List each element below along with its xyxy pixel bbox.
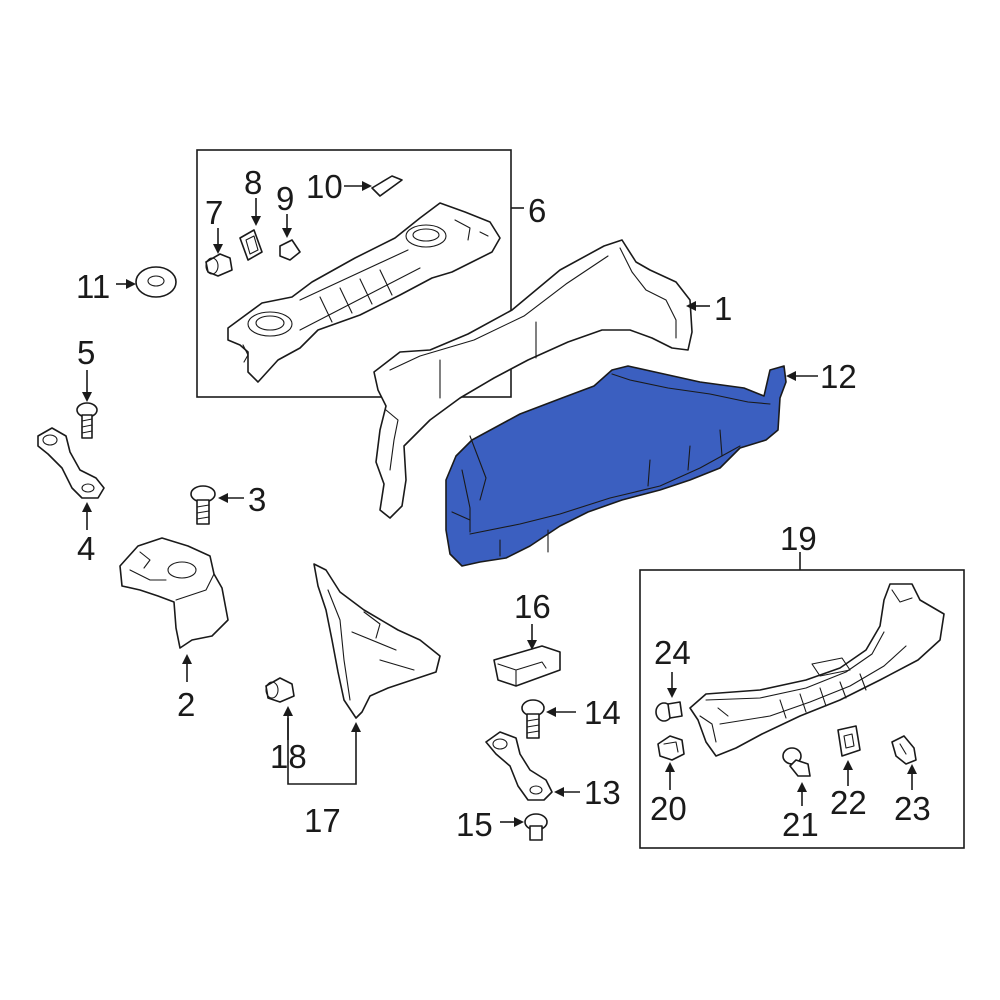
callout-23[interactable]: 23	[894, 790, 931, 827]
callout-3[interactable]: 3	[248, 481, 266, 518]
callout-1[interactable]: 1	[714, 290, 732, 327]
pin-part-7[interactable]	[205, 253, 233, 277]
callout-10[interactable]: 10	[306, 168, 343, 205]
sill-trim-part-19[interactable]	[689, 583, 945, 757]
nut-plate-part-22[interactable]	[837, 725, 861, 757]
leader-17	[287, 718, 357, 785]
group-box-19	[639, 569, 965, 849]
callout-11[interactable]: 11	[76, 268, 110, 305]
clip-part-24[interactable]	[655, 701, 683, 722]
bolt-part-5[interactable]	[76, 402, 98, 439]
callout-21[interactable]: 21	[782, 806, 819, 843]
clip-part-21[interactable]	[782, 747, 811, 777]
bracket-housing-part-2[interactable]	[119, 537, 229, 649]
callout-4[interactable]: 4	[77, 530, 95, 567]
grommet-part-11[interactable]	[135, 266, 177, 298]
bolt-part-15[interactable]	[524, 813, 548, 841]
bumper-part-9[interactable]	[279, 239, 301, 261]
callout-8[interactable]: 8	[244, 164, 262, 201]
pad-part-8[interactable]	[239, 229, 263, 261]
trunk-trim-part-12[interactable]	[445, 365, 787, 567]
bracket-part-13[interactable]	[485, 731, 553, 801]
group-box-6	[196, 149, 512, 398]
clip-part-23[interactable]	[891, 735, 917, 765]
package-tray-part-6[interactable]	[227, 202, 501, 383]
callout-15[interactable]: 15	[456, 806, 493, 843]
callout-20[interactable]: 20	[650, 790, 687, 827]
callout-24[interactable]: 24	[654, 634, 691, 671]
callout-6[interactable]: 6	[528, 192, 546, 229]
callout-17[interactable]: 17	[304, 802, 341, 839]
callout-19[interactable]: 19	[780, 520, 817, 557]
latch-part-16[interactable]	[493, 645, 561, 687]
callout-2[interactable]: 2	[177, 686, 195, 723]
bolt-part-3[interactable]	[190, 485, 216, 525]
bolt-part-14[interactable]	[521, 699, 545, 739]
callout-12[interactable]: 12	[820, 358, 857, 395]
trim-panel-part-17[interactable]	[313, 563, 441, 719]
callout-14[interactable]: 14	[584, 694, 621, 731]
clip-part-20[interactable]	[657, 735, 685, 761]
pin-part-18[interactable]	[265, 677, 295, 703]
callout-7[interactable]: 7	[205, 194, 223, 231]
bracket-part-4[interactable]	[37, 427, 105, 499]
highlight-fill	[445, 365, 787, 567]
clip-part-10[interactable]	[371, 175, 403, 197]
callout-16[interactable]: 16	[514, 588, 551, 625]
callout-13[interactable]: 13	[584, 774, 621, 811]
callout-9[interactable]: 9	[276, 180, 294, 217]
callout-18[interactable]: 18	[270, 738, 307, 775]
callout-5[interactable]: 5	[77, 334, 95, 371]
callout-22[interactable]: 22	[830, 784, 867, 821]
trunk-side-trim-part-1[interactable]	[373, 239, 693, 519]
